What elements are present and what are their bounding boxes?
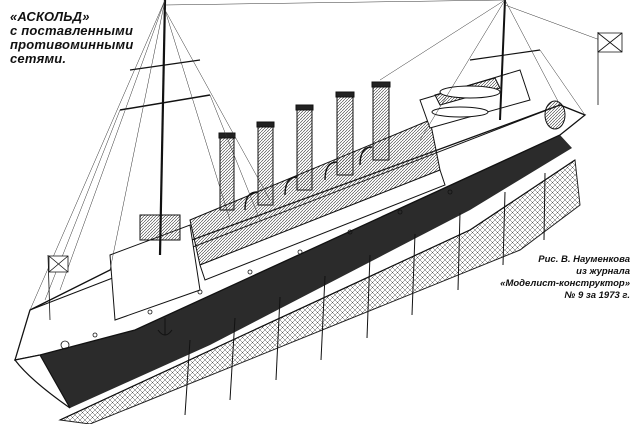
flags: [47, 32, 623, 321]
torpedo-net: [58, 159, 581, 424]
funnels: [218, 81, 391, 211]
anchor-icon: [157, 318, 173, 336]
ventilators: [244, 146, 373, 211]
masts: [119, 0, 541, 256]
caption-title: «АСКОЛЬД» с поставленными противоминными…: [10, 9, 134, 66]
hull-shadow: [40, 135, 572, 416]
illustration-credit: Рис. В. Науменкова из журнала «Моделист-…: [500, 254, 630, 301]
